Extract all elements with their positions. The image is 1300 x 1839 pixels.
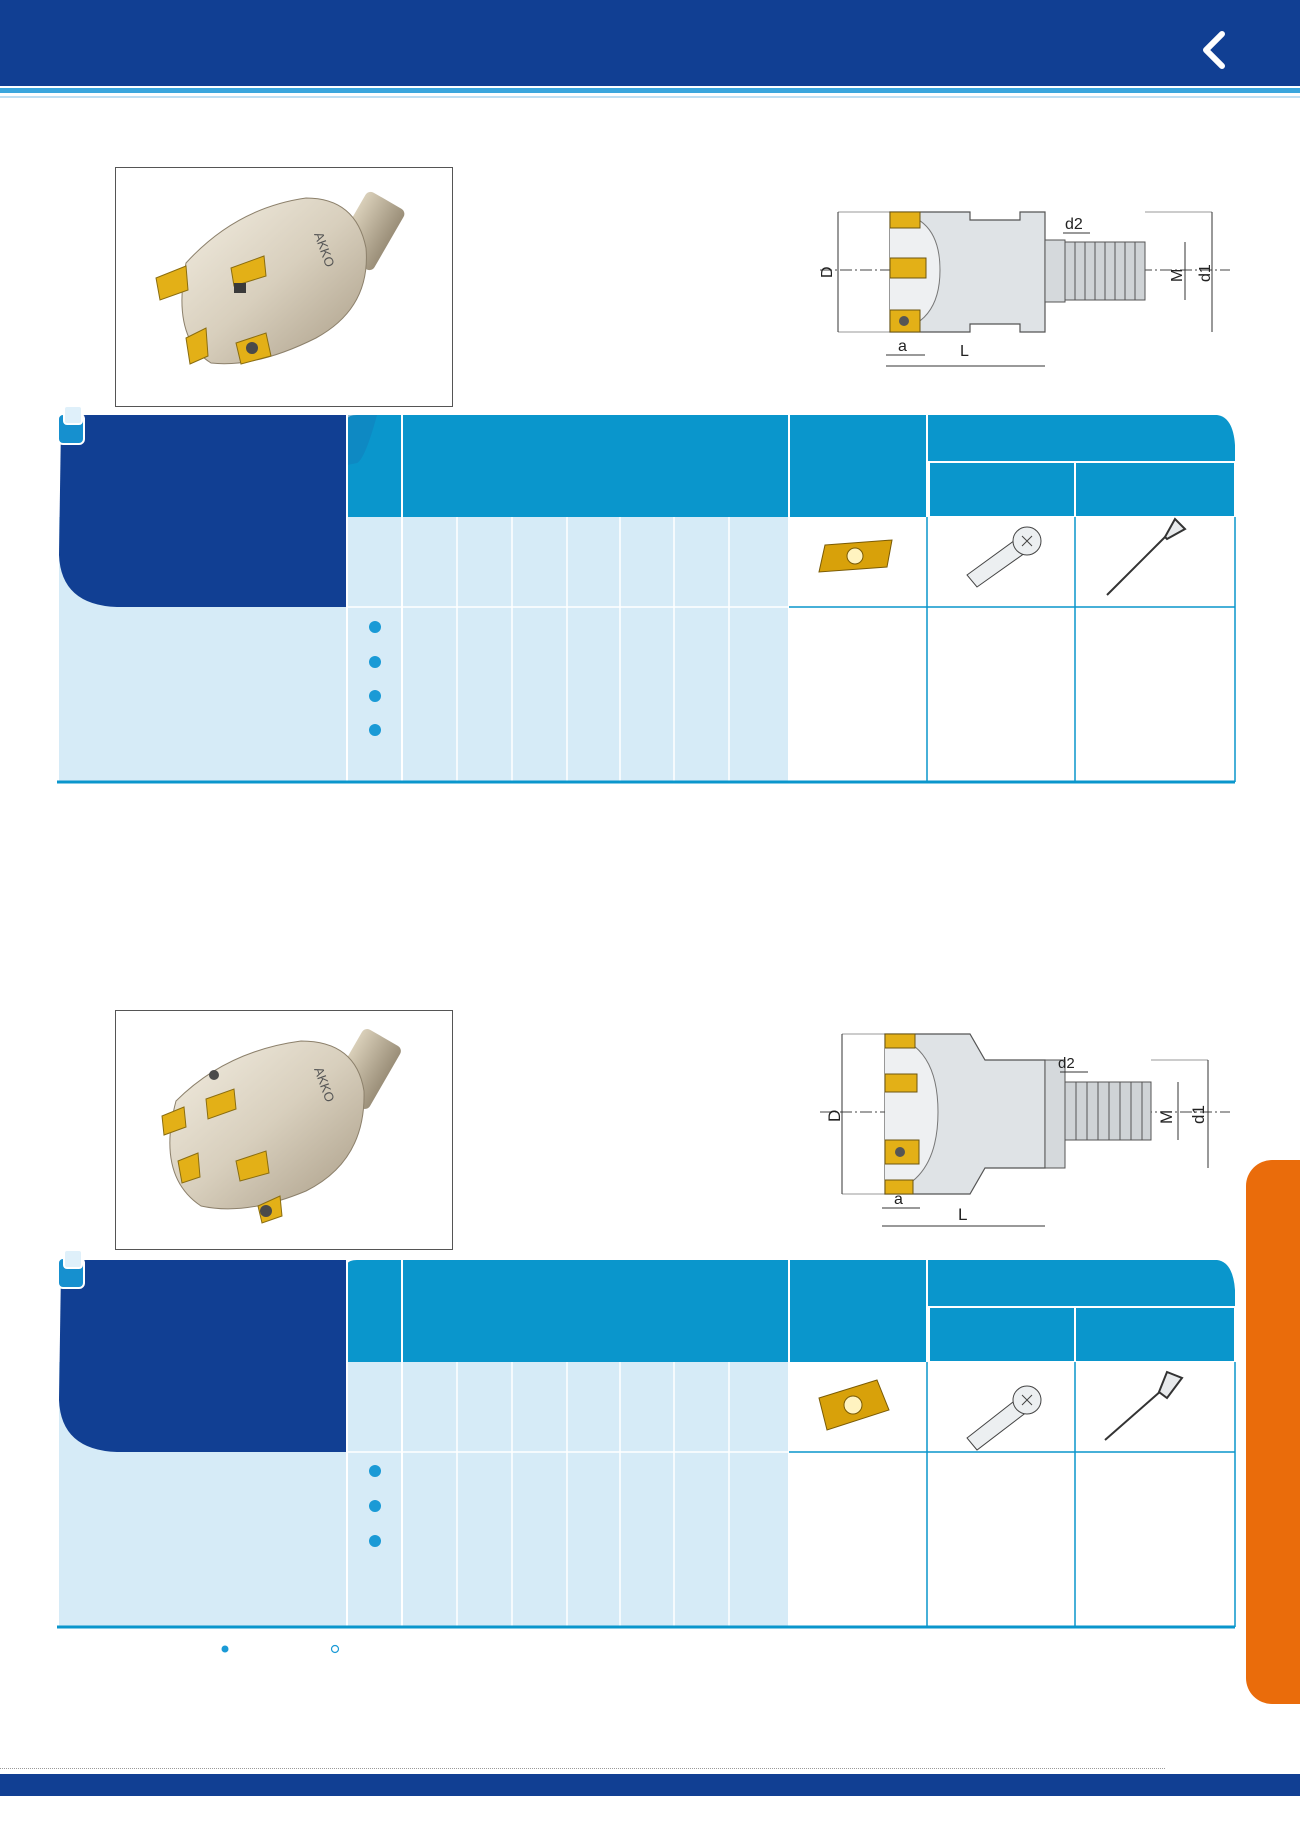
header-accent-line (0, 88, 1300, 93)
label-d1: d1 (1197, 264, 1214, 282)
hollow-dot-icon (330, 1643, 340, 1657)
label-d2: d2 (1065, 216, 1083, 233)
chevron-left-icon[interactable] (1196, 30, 1230, 70)
label-L: L (960, 343, 969, 360)
spec-table-1 (57, 415, 1237, 785)
availability-dot (369, 1465, 381, 1477)
footer-dotted-line (0, 1768, 1165, 1769)
label-a: a (894, 1191, 903, 1208)
availability-dot (369, 690, 381, 702)
section-side-tab[interactable] (1246, 1160, 1300, 1704)
label-M: M (1169, 269, 1186, 282)
availability-dot (369, 656, 381, 668)
label-D: D (825, 1110, 844, 1122)
dimension-drawing-2: D d1 M d2 a L (820, 1030, 1240, 1240)
availability-dot (369, 724, 381, 736)
section-marker-1 (57, 405, 85, 445)
header-accent-line-thin (0, 96, 1300, 98)
footer-bar (0, 1774, 1300, 1796)
section-marker-2 (57, 1249, 85, 1289)
screw-icon (966, 1385, 1042, 1451)
torx-key-icon (1104, 1370, 1184, 1441)
availability-dot (369, 621, 381, 633)
label-M: M (1157, 1110, 1176, 1124)
spec-table-2 (57, 1260, 1237, 1630)
product-photo-1: AKKO (115, 167, 453, 407)
insert-icon (818, 1379, 890, 1431)
torx-key-icon (1106, 517, 1187, 596)
product-photo-2: AKKO (115, 1010, 453, 1250)
dimension-drawing-1: D d1 M d2 a L (819, 200, 1240, 380)
label-a: a (898, 338, 907, 355)
screw-icon (966, 526, 1042, 588)
label-D: D (820, 266, 836, 278)
filled-dot-icon (220, 1643, 230, 1657)
label-L: L (958, 1205, 967, 1224)
label-d1: d1 (1189, 1105, 1208, 1124)
availability-dot (369, 1535, 381, 1547)
insert-icon (818, 539, 893, 573)
label-d2: d2 (1058, 1055, 1075, 1072)
availability-dot (369, 1500, 381, 1512)
cutter-body-1 (155, 191, 405, 365)
header-bar (0, 0, 1300, 86)
